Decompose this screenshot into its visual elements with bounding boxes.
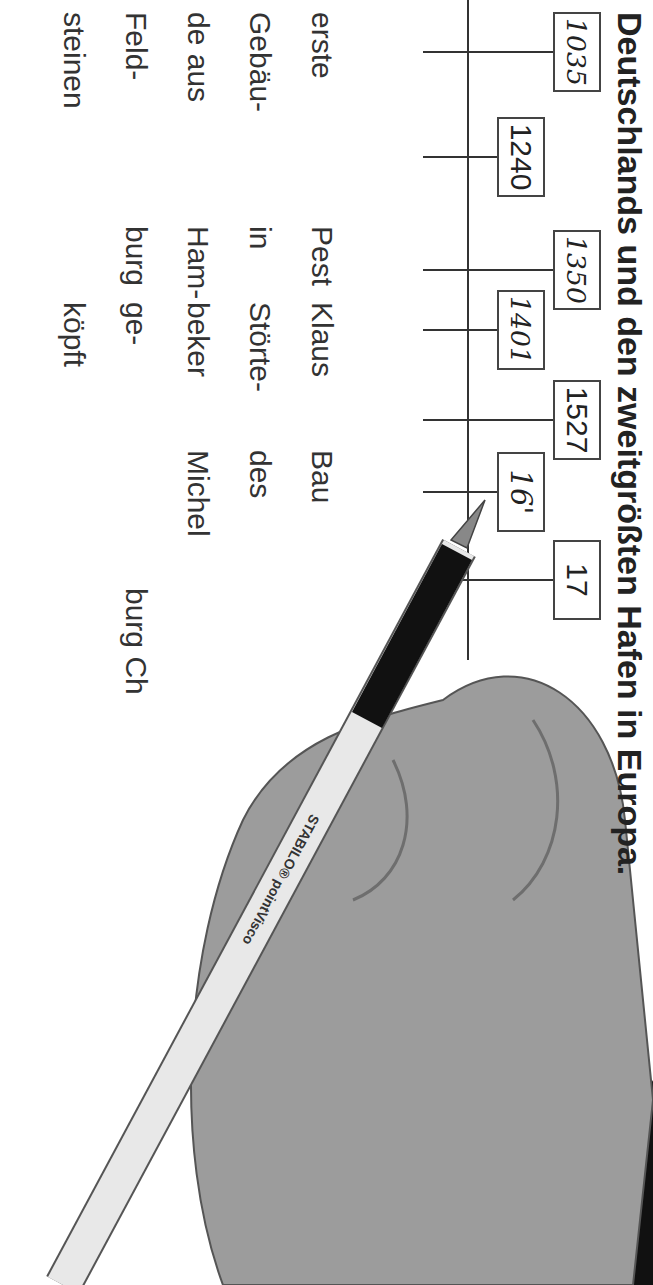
year-box: 16': [497, 452, 545, 532]
event-label: Bau des Michel: [167, 450, 353, 550]
year-box: 17: [553, 540, 601, 620]
year-text: 17: [560, 563, 594, 596]
diagram-title: Deutschlands und den zweitgrößten Hafen …: [610, 12, 649, 875]
year-text: 1527: [560, 387, 594, 454]
event-label: burg Ch: [105, 588, 167, 718]
year-text: 16': [504, 470, 538, 515]
year-box: 1240: [497, 117, 545, 197]
year-text: 1401: [506, 296, 537, 364]
year-text: 1035: [562, 18, 593, 86]
year-text: 1350: [562, 236, 593, 304]
event-label: Klaus Störte- beker ge- köpft: [43, 302, 353, 410]
year-box: 1350: [553, 230, 601, 310]
year-box: 1035: [553, 12, 601, 92]
year-box: 1527: [553, 380, 601, 460]
year-text: 1240: [504, 124, 538, 191]
event-label: erste Gebäu- de aus Feld- steinen: [43, 12, 353, 117]
year-box: 1401: [497, 290, 545, 370]
event-label: Pest in Ham- burg: [105, 226, 353, 298]
